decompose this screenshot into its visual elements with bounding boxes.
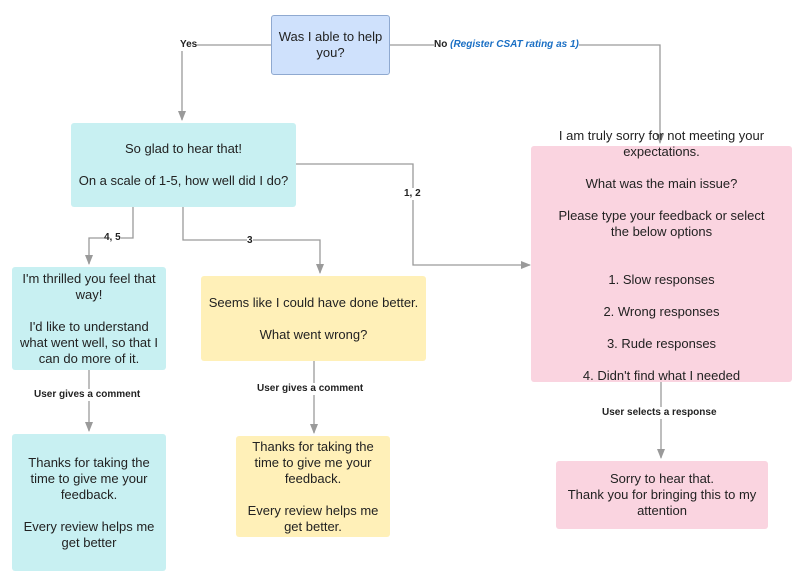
node-thanks-left-line2: Every review helps me get better (23, 518, 155, 550)
node-glad-line2: On a scale of 1-5, how well did I do? (78, 173, 289, 188)
edge-label-select-response: User selects a response (602, 407, 717, 419)
node-sorry-line3: Please type your feedback or select the … (558, 208, 765, 239)
option-slow-responses: 1. Slow responses (608, 272, 715, 287)
node-thrilled-line2: I'd like to understand what went well, s… (19, 318, 158, 366)
option-didnt-find: 4. Didn't find what I needed (582, 368, 741, 383)
node-sorry-options: 1. Slow responses 2. Wrong responses 3. … (583, 256, 740, 400)
edge-label-rating-45: 4, 5 (104, 232, 121, 244)
node-glad-line1: So glad to hear that! (124, 141, 243, 156)
edge-label-comment-mid: User gives a comment (257, 383, 364, 395)
node-thanks-feedback-left: Thanks for taking the time to give me yo… (12, 434, 166, 571)
node-glad-rating-question: So glad to hear that! On a scale of 1-5,… (71, 123, 296, 207)
node-thrilled: I'm thrilled you feel that way! I'd like… (12, 267, 166, 370)
node-sorry-to-hear: Sorry to hear that. Thank you for bringi… (556, 461, 768, 529)
option-wrong-responses: 2. Wrong responses (603, 304, 720, 319)
node-start-text: Was I able to help you? (278, 29, 383, 60)
node-thanks-left-line1: Thanks for taking the time to give me yo… (28, 454, 150, 502)
node-thanks-mid-line1: Thanks for taking the time to give me yo… (252, 438, 374, 486)
node-sorry-line2: What was the main issue? (585, 176, 738, 191)
edge-label-no: No (Register CSAT rating as 1) (434, 39, 579, 51)
edge-label-rating-12: 1, 2 (404, 188, 421, 200)
node-truly-sorry: I am truly sorry for not meeting your ex… (531, 128, 792, 383)
node-thanks-mid-line2: Every review helps me get better. (247, 502, 379, 534)
node-was-i-able-to-help: Was I able to help you? (271, 15, 390, 75)
node-sorry-line1: I am truly sorry for not meeting your ex… (558, 128, 765, 159)
node-better-line1: Seems like I could have done better. (208, 294, 419, 310)
option-rude-responses: 3. Rude responses (606, 336, 717, 351)
edge-label-no-note: (Register CSAT rating as 1) (450, 39, 579, 50)
node-better-line2: What went wrong? (259, 326, 368, 342)
edge-label-no-text: No (434, 39, 448, 50)
node-could-have-done-better: Seems like I could have done better. Wha… (201, 276, 426, 361)
edge-label-yes: Yes (180, 39, 198, 51)
node-thanks-feedback-mid: Thanks for taking the time to give me yo… (236, 436, 390, 537)
edge-label-rating-3: 3 (247, 235, 253, 247)
edge-rating-12 (296, 163, 531, 269)
edge-yes (178, 44, 271, 121)
edge-label-comment-left: User gives a comment (34, 389, 141, 401)
node-thrilled-line1: I'm thrilled you feel that way! (22, 270, 156, 302)
node-sorry-end-text: Sorry to hear that. Thank you for bringi… (567, 471, 757, 518)
